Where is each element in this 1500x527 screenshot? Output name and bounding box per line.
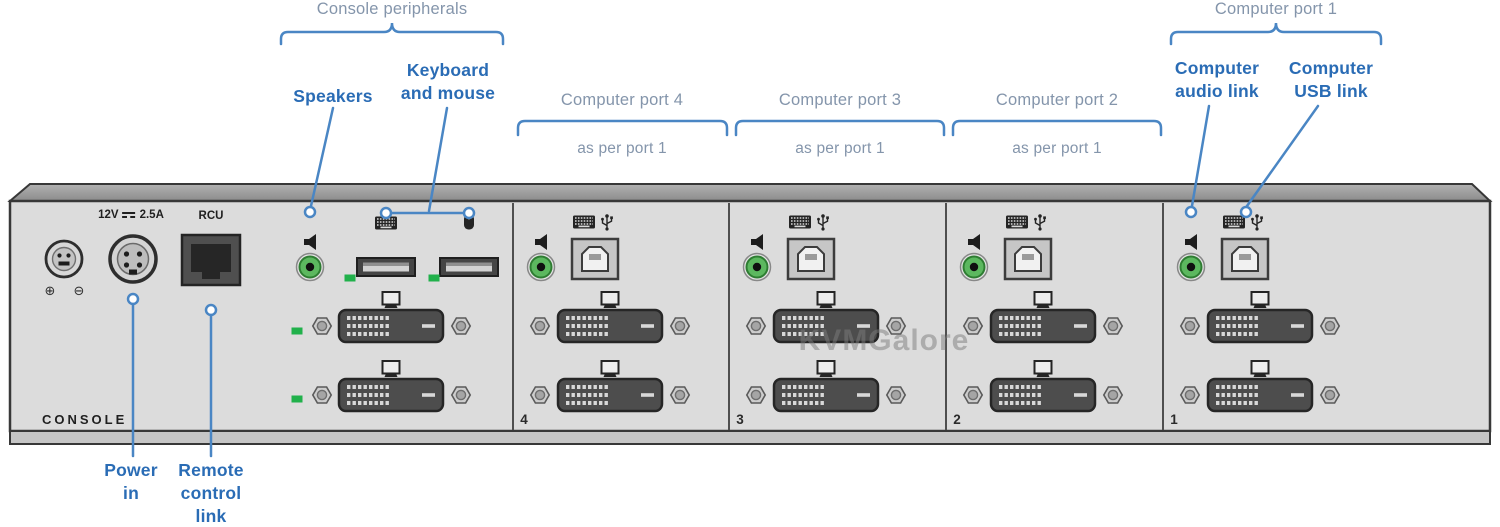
polarity-minus-symbol: ⊖ [74,284,85,299]
audio-jack [742,252,772,282]
keyboard-and-mouse-label: Keyboard and mouse [400,60,496,103]
port-number-4: 4 [520,412,528,427]
hex-screw [1103,386,1123,404]
remote-control-link-label: Remote control link [178,460,244,526]
status-led [428,274,440,282]
computer-port-1-label: Computer port 1 [1214,0,1338,18]
computer-port-4-bracket [516,119,729,137]
hex-screw [529,317,551,335]
status-led [344,274,356,282]
keyboard-icon [788,214,812,230]
speakers-label: Speakers [293,86,373,106]
computer-audio-link-label: Computer audio link [1174,58,1260,101]
as-per-port-1-label: as per port 1 [577,140,667,157]
hex-screw [1180,386,1200,404]
dvi-connector [337,308,445,344]
computer-port-3-label: Computer port 3 [778,91,902,109]
hex-screw [311,317,333,335]
console-power-section: ⊕ ⊖ [44,233,242,299]
hex-screw [311,386,333,404]
dvi-connector [989,308,1097,344]
mouse-marker [462,206,476,220]
usb-b-port [1003,237,1053,281]
audio-jack [959,252,989,282]
dvi-connector [337,377,445,413]
watermark: KVMGalore [798,324,970,357]
hex-screw [669,386,691,404]
computer-usb-leader [1245,104,1320,208]
speakers-marker [303,205,317,219]
power-voltage: 12V [98,209,119,221]
computer-port-4-label: Computer port 4 [560,91,684,109]
power-din-connector [108,234,158,284]
usb-b-port [786,237,836,281]
console-label: CONSOLE [42,412,128,427]
dvi-connector [556,308,664,344]
hex-screw [669,317,691,335]
audio-jack [1176,252,1206,282]
audio-jack [526,252,556,282]
remote-control-marker [204,303,218,317]
annotation-brackets [279,22,1383,137]
keyboard-icon [1222,214,1246,230]
keyboard-marker [379,206,393,220]
hex-screw [745,317,767,335]
polarity-plus-symbol: ⊕ [45,284,56,299]
hex-screw [1180,317,1200,335]
usb-a-port [439,257,499,277]
dvi-connector [772,377,880,413]
status-led [291,395,303,403]
leader-lines [126,104,1320,458]
console-peripherals-label: Console peripherals [316,0,468,18]
console-peripherals-bracket [279,22,505,46]
power-in-label: Power in [104,460,158,503]
status-led [291,327,303,335]
keyboard-icon [1005,214,1029,230]
as-per-port-1-label: as per port 1 [795,140,885,157]
usb-a-port [356,257,416,277]
hex-screw [1320,317,1340,335]
computer-port-1-bracket [1169,22,1383,46]
hex-screw [962,386,984,404]
port-number-3: 3 [736,412,744,427]
computer-audio-leader [1190,104,1211,208]
computer-usb-link-label: Computer USB link [1288,58,1374,101]
usb-b-port [1220,237,1270,281]
computer-audio-marker [1184,205,1198,219]
audio-jack [295,252,325,282]
aux-power-connector [44,239,84,279]
dvi-connector [1206,377,1314,413]
dvi-connector [1206,308,1314,344]
power-current: 2.5A [139,209,164,221]
dvi-connector [989,377,1097,413]
hex-screw [885,386,907,404]
hex-screw [1320,386,1340,404]
chassis-top-face [7,183,1493,202]
hex-screw [450,317,472,335]
rcu-label: RCU [198,210,224,222]
port-number-1: 1 [1170,412,1178,427]
computer-port-3-bracket [734,119,946,137]
hex-screw [450,386,472,404]
usb-b-port [570,237,620,281]
hex-screw [529,386,551,404]
dvi-connector [556,377,664,413]
hex-screw [1103,317,1123,335]
power-rating-label: 12V 2.5A [98,209,164,221]
power-in-marker [126,292,140,306]
computer-port-2-label: Computer port 2 [995,91,1119,109]
keyboard-mouse-leader [427,106,449,213]
computer-usb-marker [1239,205,1253,219]
port-number-2: 2 [953,412,961,427]
keyboard-icon [572,214,596,230]
as-per-port-1-label: as per port 1 [1012,140,1102,157]
chassis-bottom-edge [9,430,1491,445]
hex-screw [745,386,767,404]
speakers-leader [309,106,335,208]
rcu-rj45-port [180,233,242,287]
computer-port-2-bracket [951,119,1163,137]
dc-symbol-icon [122,212,136,218]
